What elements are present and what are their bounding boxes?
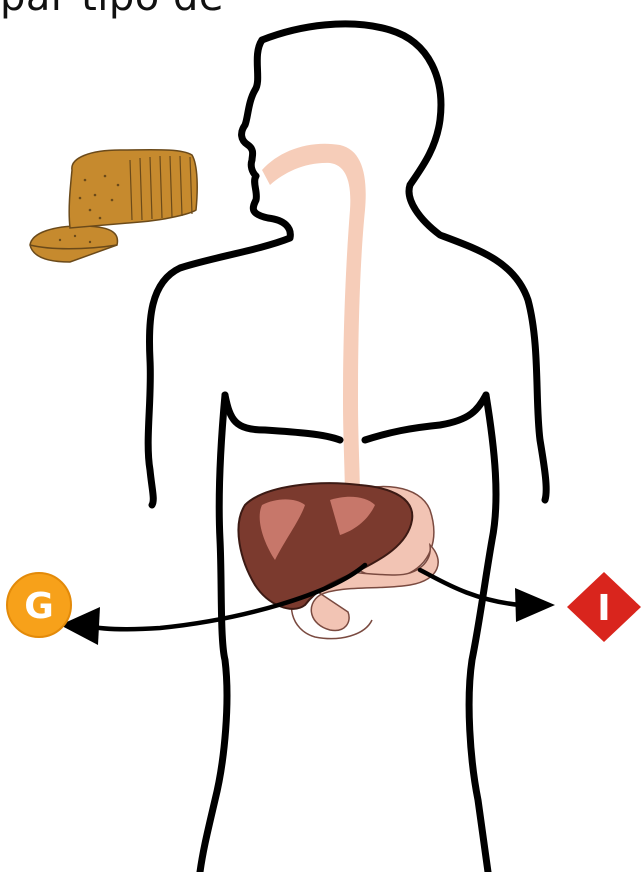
bread-icon <box>30 150 197 262</box>
insulin-arrow-head <box>515 588 555 622</box>
esophagus-icon <box>262 144 366 500</box>
glucose-icon: G <box>7 573 71 637</box>
glucose-letter: G <box>24 586 54 627</box>
insulin-letter: I <box>597 588 610 629</box>
insulin-arrow <box>420 570 520 605</box>
insulin-icon: I <box>567 572 641 642</box>
